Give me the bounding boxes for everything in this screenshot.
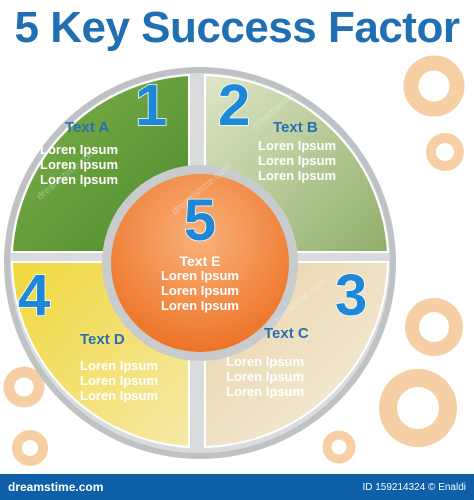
center-line: Loren Ipsum <box>161 283 239 298</box>
center-number: 5 <box>184 188 216 253</box>
center-line: Loren Ipsum <box>161 268 239 283</box>
segment-3-line: Loren Ipsum <box>226 369 304 384</box>
segment-2-heading: Text B <box>273 119 318 136</box>
segment-3-line: Loren Ipsum <box>226 384 304 399</box>
ring-decoration <box>322 430 356 464</box>
segment-4-line: Loren Ipsum <box>80 358 158 373</box>
segment-2-line: Loren Ipsum <box>258 138 336 153</box>
segment-1-line: Loren Ipsum <box>40 157 118 172</box>
center-disk <box>111 174 289 352</box>
segment-1-number: 1 <box>135 73 167 138</box>
ring-decoration <box>379 369 457 447</box>
segment-3-heading: Text C <box>264 325 309 342</box>
decorative-rings <box>3 55 465 466</box>
segment-4-heading: Text D <box>80 331 125 348</box>
center-heading: Text E <box>180 253 221 269</box>
segment-4-number: 4 <box>18 263 50 328</box>
segment-1-line: Loren Ipsum <box>40 142 118 157</box>
ring-decoration <box>405 298 463 356</box>
footer-brand: dreamstime.com <box>8 480 104 494</box>
ring-decoration <box>426 133 464 171</box>
segment-2-line: Loren Ipsum <box>258 153 336 168</box>
footer-id: ID 159214324 © Enaldi <box>362 482 466 493</box>
segment-1-heading: Text A <box>65 119 109 136</box>
segment-1-line: Loren Ipsum <box>40 172 118 187</box>
segment-4-line: Loren Ipsum <box>80 388 158 403</box>
page-title: 5 Key Success Factor <box>14 3 460 52</box>
ring-decoration <box>12 430 48 466</box>
footer-bar: dreamstime.com ID 159214324 © Enaldi <box>0 474 474 500</box>
ring-decoration <box>3 366 45 408</box>
ring-decoration <box>403 55 465 117</box>
segment-2-number: 2 <box>218 73 250 138</box>
center-line: Loren Ipsum <box>161 298 239 313</box>
segment-3-number: 3 <box>335 263 367 328</box>
segment-2-line: Loren Ipsum <box>258 168 336 183</box>
success-factor-diagram: dreamstime.com dreamstime.com dreamstime… <box>3 55 465 466</box>
segment-4-line: Loren Ipsum <box>80 373 158 388</box>
segment-3-line: Loren Ipsum <box>226 354 304 369</box>
